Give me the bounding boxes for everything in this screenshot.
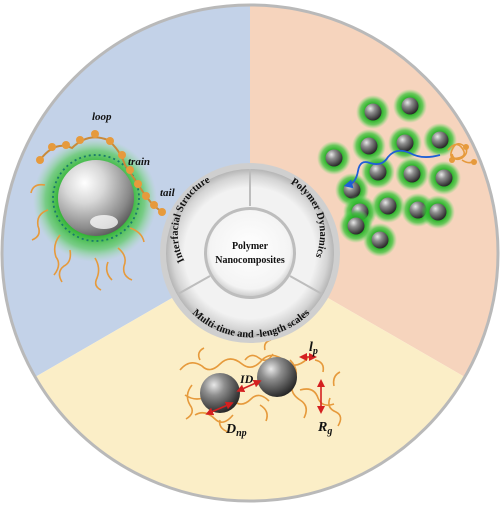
nanoparticle-right: [257, 357, 297, 397]
particle-sphere: [379, 197, 397, 215]
particle-sphere: [403, 165, 421, 183]
center-title-line1: Polymer: [232, 241, 269, 252]
particle-sphere: [371, 231, 389, 249]
particle-sphere: [364, 103, 382, 121]
rg-label: Rg: [317, 420, 332, 437]
sector-scales: [35, 253, 465, 502]
center-ring: [160, 163, 340, 343]
id-arrow: [236, 379, 262, 393]
ring-divider-left: [177, 275, 211, 295]
particle-sphere: [360, 137, 378, 155]
particle-sphere: [347, 217, 365, 235]
nanoparticle-sphere: [58, 160, 134, 236]
nanoparticle-left: [200, 373, 240, 413]
particle-sphere: [435, 169, 453, 187]
polymer-tails: [30, 183, 145, 291]
particle-sphere: [429, 203, 447, 221]
dnp-arrow: [205, 401, 234, 416]
center-title-line2: Nanocomposites: [215, 255, 285, 266]
interfacial-illustration: loop train tail: [30, 111, 176, 291]
center-disc: [207, 210, 293, 296]
id-label: ID: [239, 372, 254, 386]
particle-sphere: [369, 163, 387, 181]
dynamics-path: [343, 142, 477, 189]
dnp-label: Dnp: [225, 422, 247, 439]
outer-rim: [0, 3, 500, 503]
loop-chain: [36, 130, 166, 216]
outer-disc: [0, 3, 500, 503]
tail-label: tail: [160, 187, 176, 199]
scales-illustration: ID Dnp Rg lp: [179, 339, 342, 439]
train-label: train: [128, 156, 150, 168]
particle-sphere: [396, 134, 414, 152]
train-dotted-ring: [52, 154, 140, 242]
lp-label: lp: [309, 340, 318, 357]
particle-sphere: [325, 149, 343, 167]
particle-sphere: [401, 97, 419, 115]
sphere-highlight: [90, 215, 118, 229]
loop-label: loop: [92, 111, 112, 123]
ring-divider-right: [289, 275, 323, 295]
particle-sphere: [431, 131, 449, 149]
